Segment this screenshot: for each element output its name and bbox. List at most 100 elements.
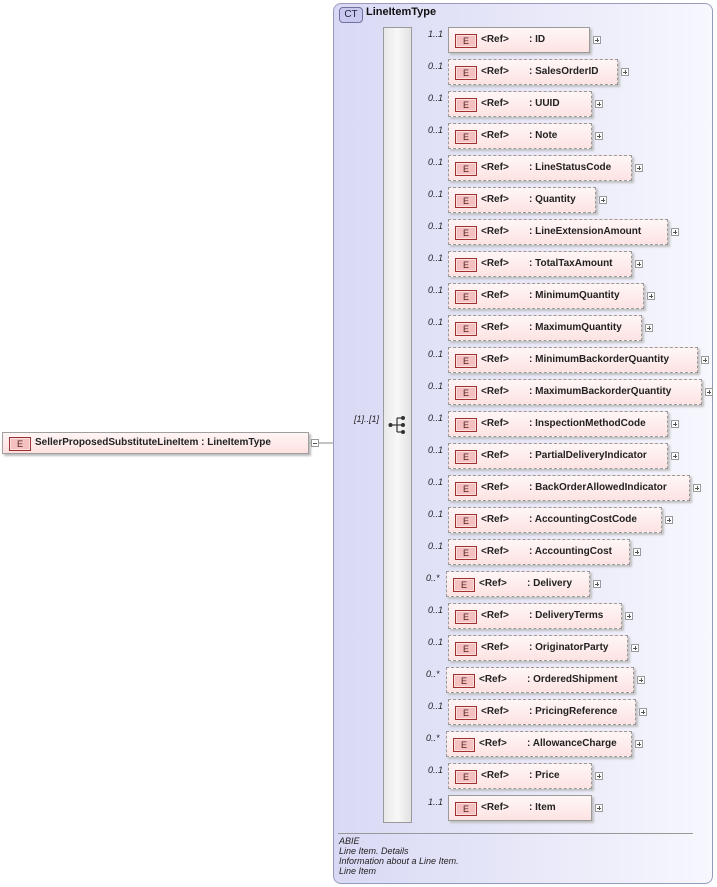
expand-icon[interactable] <box>595 100 603 108</box>
complex-type-title: LineItemType <box>366 6 437 18</box>
expand-icon[interactable] <box>671 452 679 460</box>
expand-icon[interactable] <box>635 164 643 172</box>
expand-icon[interactable] <box>621 68 629 76</box>
expand-icon[interactable] <box>665 516 673 524</box>
element-badge-icon: E <box>455 610 477 624</box>
child-element[interactable]: E<Ref>: MaximumQuantity <box>448 315 642 341</box>
child-element[interactable]: E<Ref>: Item <box>448 795 592 821</box>
sequence-cardinality: [1]..[1] <box>354 414 380 424</box>
element-badge-icon: E <box>455 66 477 80</box>
child-element[interactable]: E<Ref>: Note <box>448 123 592 149</box>
child-type-label: : AllowanceCharge <box>527 738 617 749</box>
child-element[interactable]: E<Ref>: AccountingCost <box>448 539 630 565</box>
child-cardinality: 0..1 <box>428 93 444 103</box>
element-badge-icon: E <box>453 674 475 688</box>
expand-icon[interactable] <box>693 484 701 492</box>
annotation-line: Information about a Line Item. <box>339 856 459 866</box>
child-ref-label: <Ref> <box>481 162 509 173</box>
expand-icon[interactable] <box>635 260 643 268</box>
element-badge-icon: E <box>455 642 477 656</box>
expand-icon[interactable] <box>671 228 679 236</box>
expand-icon[interactable] <box>645 324 653 332</box>
child-ref-label: <Ref> <box>481 642 509 653</box>
child-ref-label: <Ref> <box>481 802 509 813</box>
child-element[interactable]: E<Ref>: PartialDeliveryIndicator <box>448 443 668 469</box>
child-element[interactable]: E<Ref>: MinimumQuantity <box>448 283 644 309</box>
child-element[interactable]: E<Ref>: InspectionMethodCode <box>448 411 668 437</box>
child-type-label: : UUID <box>529 98 560 109</box>
child-ref-label: <Ref> <box>481 66 509 77</box>
expand-icon[interactable] <box>625 612 633 620</box>
child-ref-label: <Ref> <box>481 386 509 397</box>
child-type-label: : Delivery <box>527 578 573 589</box>
child-element[interactable]: E<Ref>: DeliveryTerms <box>448 603 622 629</box>
child-type-label: : LineExtensionAmount <box>529 226 642 237</box>
child-element[interactable]: E<Ref>: LineExtensionAmount <box>448 219 668 245</box>
expand-icon[interactable] <box>595 132 603 140</box>
child-element[interactable]: E<Ref>: BackOrderAllowedIndicator <box>448 475 690 501</box>
expand-icon[interactable] <box>595 804 603 812</box>
child-ref-label: <Ref> <box>481 290 509 301</box>
child-element[interactable]: E<Ref>: AllowanceCharge <box>446 731 632 757</box>
child-element[interactable]: E<Ref>: UUID <box>448 91 592 117</box>
child-cardinality: 0..1 <box>428 189 444 199</box>
child-cardinality: 0..1 <box>428 349 444 359</box>
child-cardinality: 0..* <box>426 733 440 743</box>
expand-icon[interactable] <box>671 420 679 428</box>
expand-icon[interactable] <box>595 772 603 780</box>
element-badge-icon: E <box>455 770 477 784</box>
child-type-label: : SalesOrderID <box>529 66 599 77</box>
child-type-label: : MinimumBackorderQuantity <box>529 354 670 365</box>
child-ref-label: <Ref> <box>481 130 509 141</box>
child-type-label: : PricingReference <box>529 706 618 717</box>
collapse-icon[interactable] <box>311 439 319 447</box>
expand-icon[interactable] <box>599 196 607 204</box>
child-element[interactable]: E<Ref>: OriginatorParty <box>448 635 628 661</box>
child-element[interactable]: E<Ref>: PricingReference <box>448 699 636 725</box>
child-element[interactable]: E<Ref>: MinimumBackorderQuantity <box>448 347 698 373</box>
child-element[interactable]: E<Ref>: LineStatusCode <box>448 155 632 181</box>
child-type-label: : MinimumQuantity <box>529 290 620 301</box>
child-type-label: : Note <box>529 130 558 141</box>
element-badge-icon: E <box>455 322 477 336</box>
child-element[interactable]: E<Ref>: Delivery <box>446 571 590 597</box>
child-element[interactable]: E<Ref>: AccountingCostCode <box>448 507 662 533</box>
root-element-label: SellerProposedSubstituteLineItem : LineI… <box>35 437 271 448</box>
child-cardinality: 0..* <box>426 573 440 583</box>
child-ref-label: <Ref> <box>481 610 509 621</box>
child-ref-label: <Ref> <box>479 578 507 589</box>
child-element[interactable]: E<Ref>: ID <box>448 27 590 53</box>
child-element[interactable]: E<Ref>: MaximumBackorderQuantity <box>448 379 702 405</box>
child-ref-label: <Ref> <box>481 34 509 45</box>
child-cardinality: 0..1 <box>428 541 444 551</box>
expand-icon[interactable] <box>701 356 709 364</box>
child-type-label: : AccountingCost <box>529 546 612 557</box>
expand-icon[interactable] <box>631 644 639 652</box>
element-badge-icon: E <box>455 706 477 720</box>
child-cardinality: 0..1 <box>428 61 444 71</box>
expand-icon[interactable] <box>647 292 655 300</box>
root-element[interactable]: E SellerProposedSubstituteLineItem : Lin… <box>2 432 309 454</box>
expand-icon[interactable] <box>637 676 645 684</box>
child-cardinality: 0..1 <box>428 509 444 519</box>
child-cardinality: 0..1 <box>428 285 444 295</box>
element-badge-icon: E <box>455 354 477 368</box>
element-badge-icon: E <box>455 98 477 112</box>
element-badge-icon: E <box>455 34 477 48</box>
child-element[interactable]: E<Ref>: Quantity <box>448 187 596 213</box>
annotation-line: ABIE <box>339 836 360 846</box>
child-ref-label: <Ref> <box>479 674 507 685</box>
expand-icon[interactable] <box>635 740 643 748</box>
child-ref-label: <Ref> <box>481 322 509 333</box>
expand-icon[interactable] <box>639 708 647 716</box>
child-element[interactable]: E<Ref>: OrderedShipment <box>446 667 634 693</box>
child-ref-label: <Ref> <box>481 226 509 237</box>
child-type-label: : MaximumBackorderQuantity <box>529 386 672 397</box>
expand-icon[interactable] <box>705 388 713 396</box>
child-element[interactable]: E<Ref>: Price <box>448 763 592 789</box>
child-element[interactable]: E <Ref> : SalesOrderID <box>448 59 618 85</box>
child-element[interactable]: E<Ref>: TotalTaxAmount <box>448 251 632 277</box>
expand-icon[interactable] <box>593 36 601 44</box>
expand-icon[interactable] <box>593 580 601 588</box>
expand-icon[interactable] <box>633 548 641 556</box>
